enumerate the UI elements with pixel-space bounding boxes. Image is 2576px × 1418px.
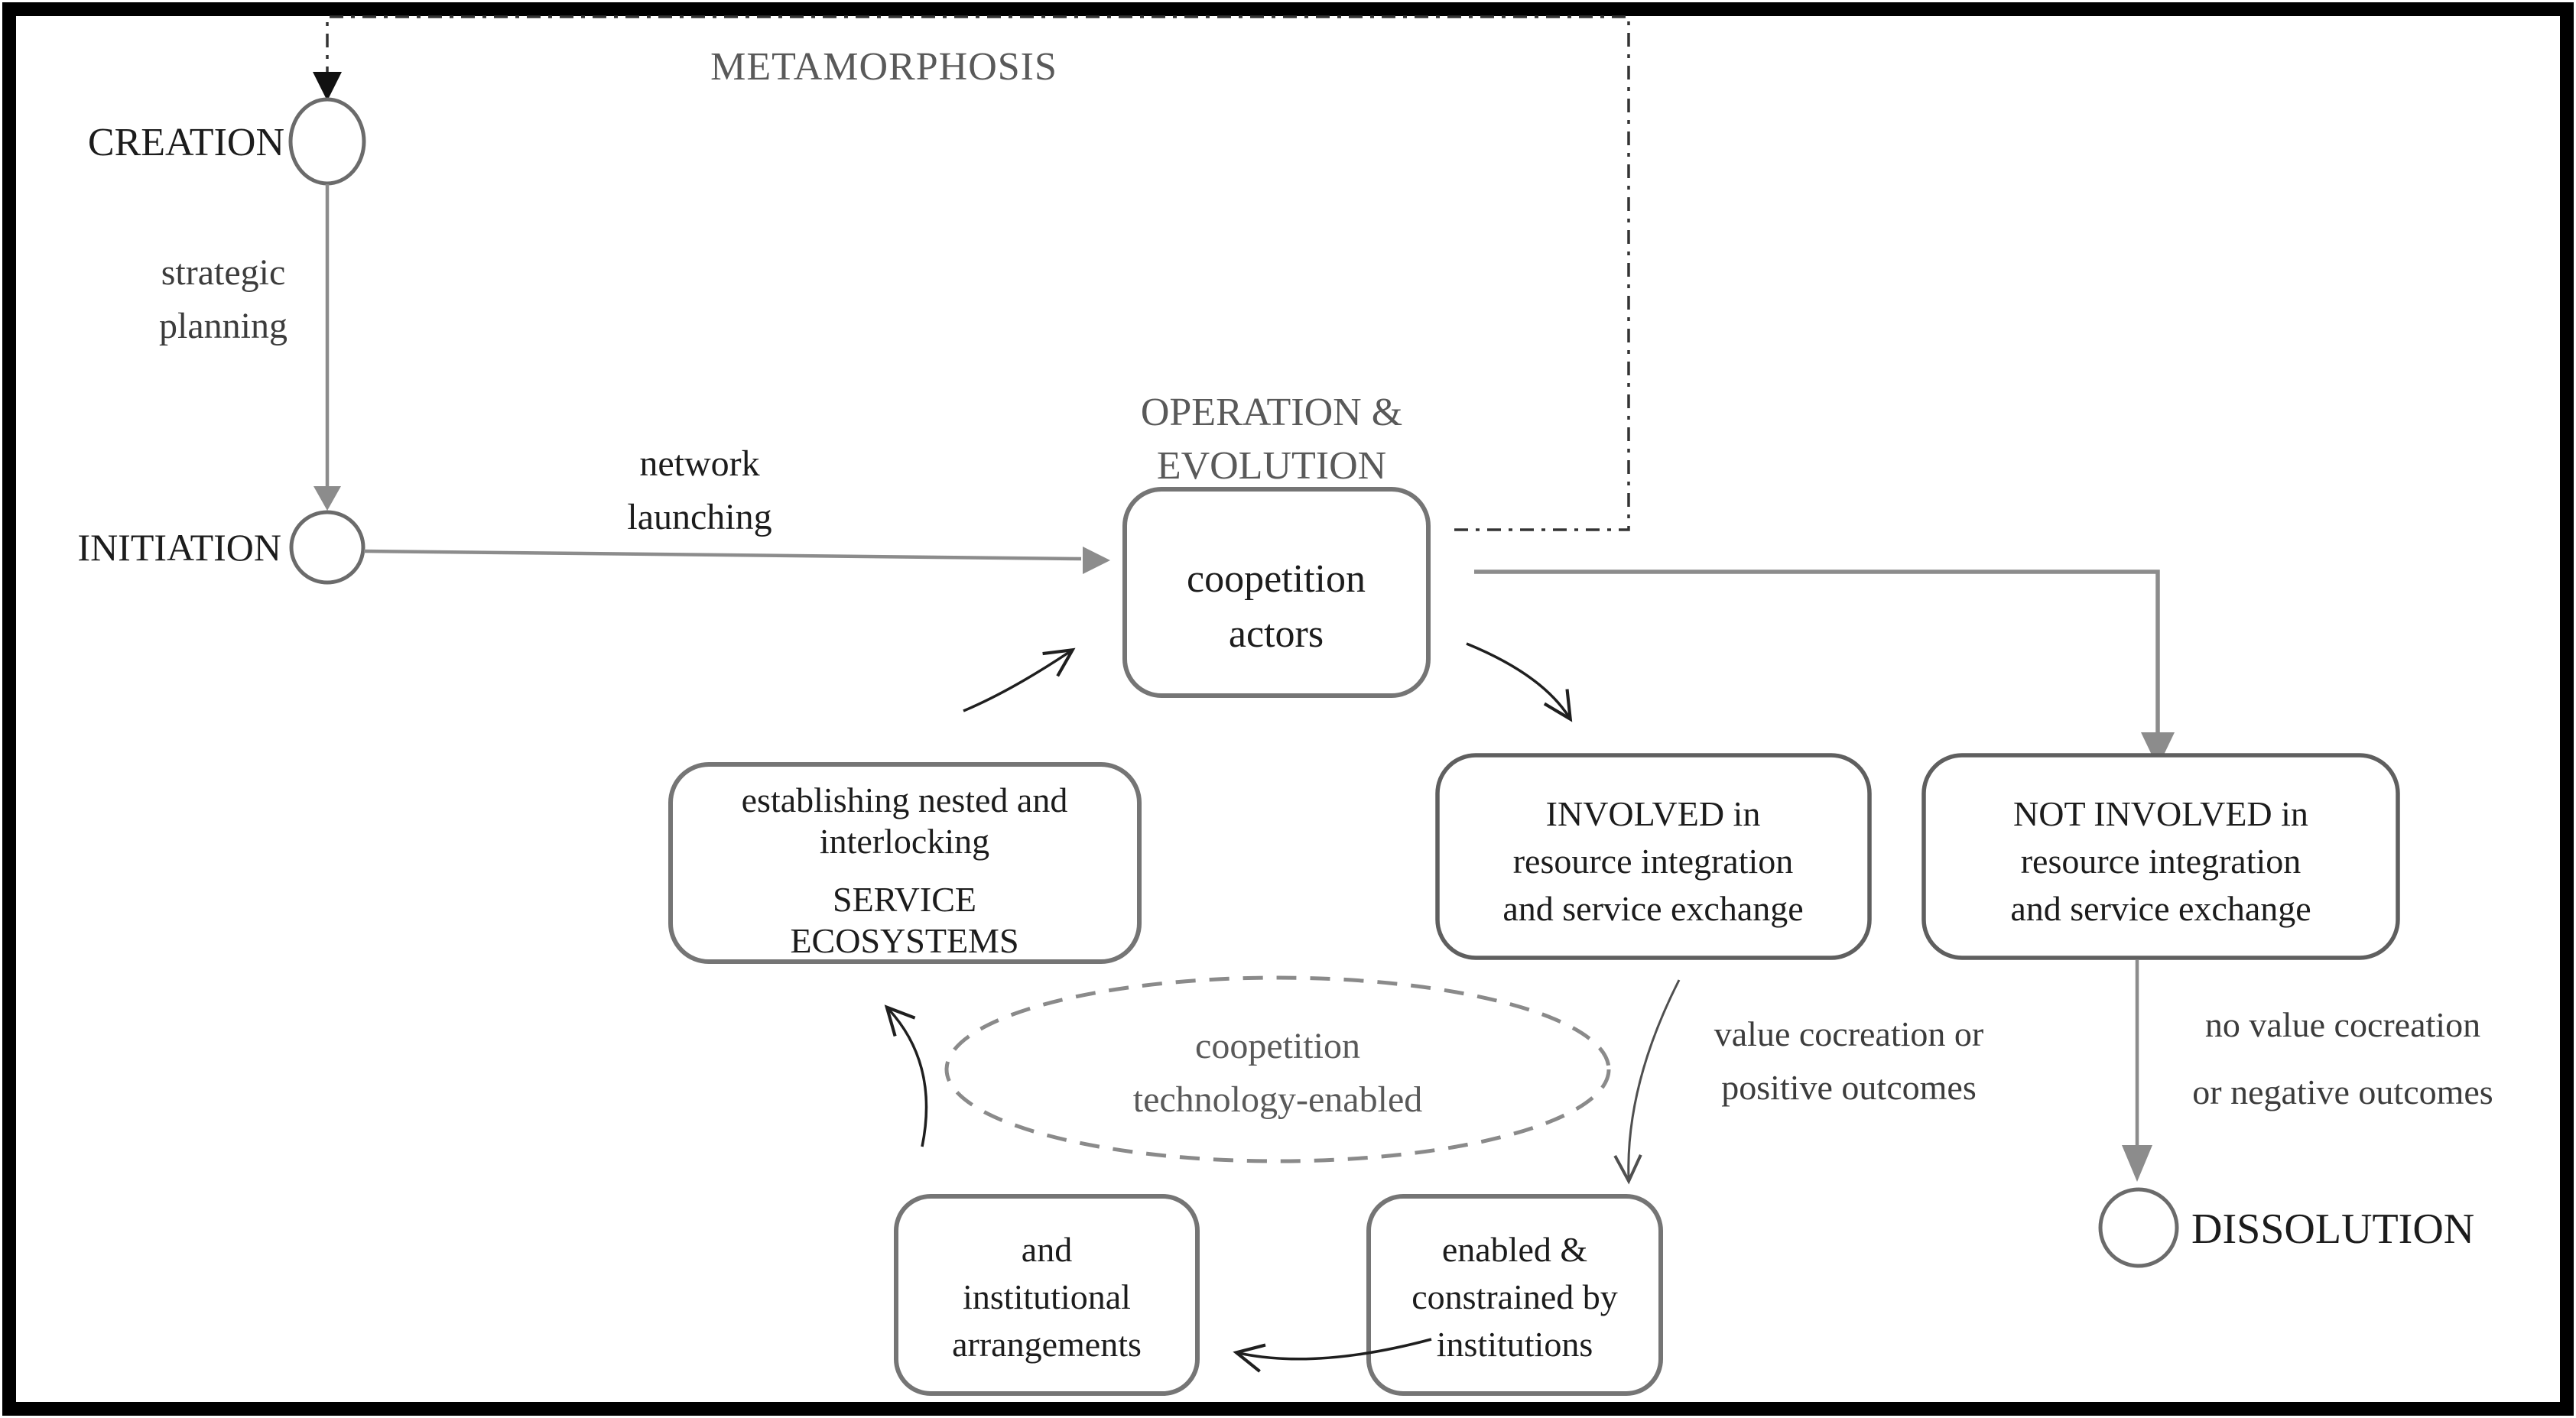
network-launching-label-line1: network — [639, 443, 759, 484]
dissolution-arrowhead-icon — [2122, 1145, 2152, 1182]
enabled-label-line2: constrained by — [1411, 1277, 1618, 1316]
metamorphosis-arrowhead-icon — [313, 72, 342, 101]
metamorphosis-feedback-line — [326, 15, 1630, 531]
institutional-to-ecosystems-arrow — [884, 1004, 928, 1147]
initiation-label: INITIATION — [77, 526, 281, 569]
institutional-label-line1: and — [1022, 1230, 1072, 1269]
coopetition-actors-label-line1: coopetition — [1187, 557, 1366, 601]
enabled-to-institutional-arrow — [1233, 1338, 1432, 1373]
dissolution-state-circle — [2098, 1187, 2179, 1268]
not-involved-label-line2: resource integration — [2021, 842, 2302, 881]
no-value-cocreation-label-line1: no value cocreation — [2205, 1005, 2480, 1044]
strategic-planning-label-line1: strategic — [161, 252, 286, 293]
operation-evolution-label-line1: OPERATION & — [1141, 391, 1402, 434]
network-launching-label-line2: launching — [627, 497, 772, 537]
enabled-constrained-box — [1366, 1194, 1663, 1396]
creation-state-circle — [288, 97, 366, 186]
actors-to-not-involved-line — [1474, 569, 2160, 740]
operation-arrowhead-icon — [1083, 547, 1110, 574]
initiation-to-operation-line — [363, 549, 1082, 561]
service-ecosystems-label-line2: interlocking — [820, 822, 989, 861]
institutional-label-line3: arrangements — [952, 1325, 1142, 1364]
no-value-cocreation-label-line2: or negative outcomes — [2192, 1072, 2493, 1111]
service-ecosystems-label-line4: ECOSYSTEMS — [790, 921, 1018, 960]
coopetition-actors-label-line2: actors — [1229, 612, 1324, 656]
involved-to-enabled-arrow — [1613, 979, 1681, 1185]
not-involved-box — [1921, 753, 2400, 960]
involved-label-line3: and service exchange — [1502, 889, 1803, 928]
initiation-arrowhead-icon — [313, 486, 341, 511]
technology-enabled-label-line1: coopetition — [1195, 1026, 1360, 1066]
enabled-label-line3: institutions — [1437, 1325, 1593, 1364]
involved-box — [1435, 753, 1872, 960]
dissolution-label: DISSOLUTION — [2191, 1205, 2474, 1253]
actors-to-involved-arrow — [1466, 642, 1573, 722]
technology-enabled-ellipse — [944, 975, 1611, 1163]
initiation-state-circle — [289, 510, 365, 585]
ecosystems-to-actors-arrow — [963, 647, 1076, 712]
strategic-planning-label-line2: planning — [159, 306, 287, 346]
institutional-label-line2: institutional — [963, 1277, 1131, 1316]
not-involved-label-line3: and service exchange — [2010, 889, 2311, 928]
metamorphosis-label: METAMORPHOSIS — [710, 45, 1057, 89]
technology-enabled-label-line2: technology-enabled — [1133, 1079, 1423, 1120]
institutional-arrangements-box — [894, 1194, 1200, 1396]
enabled-label-line1: enabled & — [1442, 1230, 1587, 1269]
not-involved-arrowhead-icon — [2141, 732, 2175, 767]
not-involved-label-line1: NOT INVOLVED in — [2013, 794, 2308, 833]
service-ecosystems-label-line1: establishing nested and — [742, 780, 1068, 819]
service-ecosystems-box — [668, 762, 1142, 964]
service-ecosystems-label-line3: SERVICE — [833, 880, 976, 919]
value-cocreation-label-line1: value cocreation or — [1714, 1014, 1983, 1053]
coopetition-actors-box — [1122, 487, 1431, 698]
involved-label-line1: INVOLVED in — [1546, 794, 1761, 833]
operation-evolution-label-line2: EVOLUTION — [1157, 444, 1386, 488]
creation-label: CREATION — [88, 121, 284, 164]
value-cocreation-label-line2: positive outcomes — [1721, 1068, 1976, 1107]
involved-label-line2: resource integration — [1513, 842, 1794, 881]
